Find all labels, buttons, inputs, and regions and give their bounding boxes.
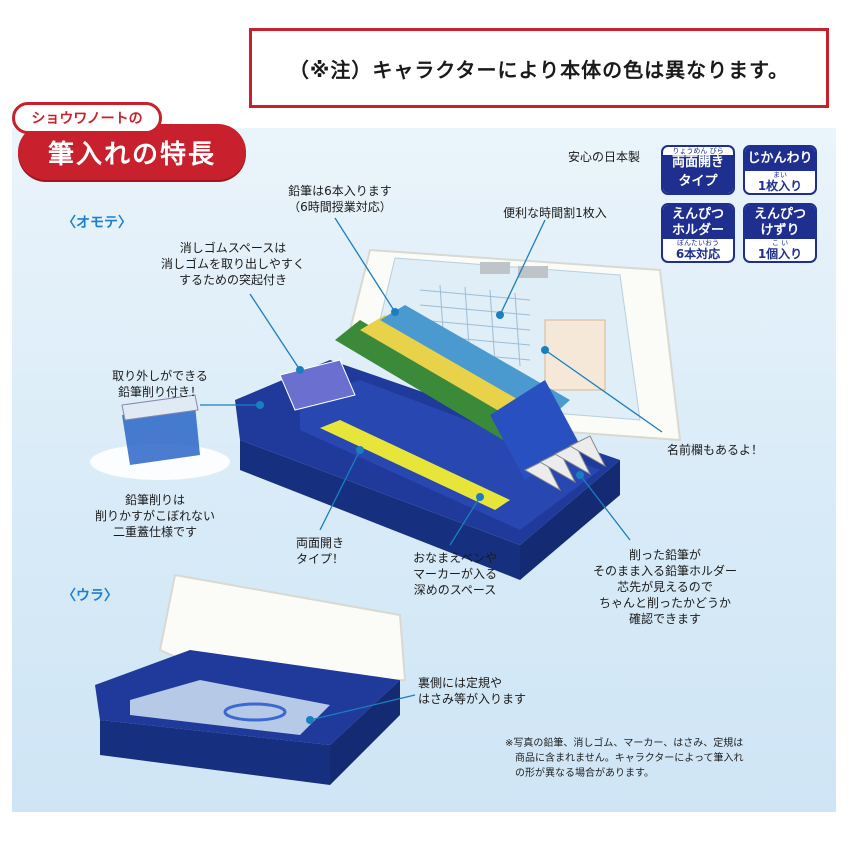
label-eraser: 消しゴムスペースは 消しゴムを取り出しやすく するための突起付き: [161, 241, 305, 287]
feature-sub: 1個入り: [757, 247, 803, 261]
footnote: ※写真の鉛筆、消しゴム、マーカー、はさみ、定規は 商品に含まれません。キャラクタ…: [505, 738, 744, 779]
feature-sub: 1枚入り: [757, 179, 803, 193]
feature-pencil-holder: えんぴつ ホルダー ぽんたいおう 6本対応: [661, 203, 735, 263]
notice-text: （※注）キャラクターにより本体の色は異なります。: [288, 57, 790, 82]
feature-ruby: まい: [773, 171, 787, 179]
feature-ruby: ぽんたいおう: [677, 239, 719, 247]
label-pencils: 鉛筆は6本入ります （6時間授業対応）: [288, 184, 392, 214]
label-double-open: 両面開き タイプ！: [295, 536, 344, 566]
feature-ruby: こ い: [771, 239, 789, 247]
feature-timetable: じかんわり まい 1枚入り: [743, 145, 817, 195]
sharpener: [90, 394, 230, 480]
label-pen-space: おなまえペンや マーカーが入る 深めのスペース: [412, 551, 497, 597]
label-sharpener-lid: 鉛筆削りは 削りかすがこぼれない 二重蓋仕様です: [94, 493, 215, 539]
notice-box: （※注）キャラクターにより本体の色は異なります。: [249, 28, 829, 108]
label-back-side: 裏側には定規や はさみ等が入ります: [418, 676, 527, 706]
label-sharpener: 取り外しができる 鉛筆削り付き！: [112, 369, 208, 399]
feature-sharpener: えんぴつ けずり こ い 1個入り: [743, 203, 817, 263]
feature-main: えんぴつ ホルダー: [663, 205, 733, 239]
title-text: 筆入れの特長: [47, 139, 216, 170]
label-timetable: 便利な時間割1枚入: [503, 206, 607, 220]
made-in-japan: 安心の日本製: [568, 150, 641, 164]
feature-double-open: りょうめん びら 両面開き タイプ: [661, 145, 735, 195]
label-pencil-holder: 削った鉛筆が そのまま入る鉛筆ホルダー 芯先が見えるので ちゃんと削ったかどうか…: [592, 548, 737, 626]
feature-main: 両面開き: [663, 155, 733, 174]
feature-sub: 6本対応: [675, 247, 721, 261]
brand-tag-text: ショウワノートの: [31, 111, 143, 127]
feature-main: じかんわり: [745, 147, 815, 171]
section-back: 〈ウラ〉: [62, 588, 118, 604]
feature-ruby: りょうめん びら: [672, 147, 724, 155]
back-case: [95, 573, 407, 785]
brand-tag: ショウワノートの: [12, 102, 162, 134]
feature-sub: タイプ: [663, 174, 733, 193]
label-name-field: 名前欄もあるよ！: [666, 443, 763, 457]
section-front: 〈オモテ〉: [62, 215, 132, 231]
feature-main: えんぴつ けずり: [745, 205, 815, 239]
